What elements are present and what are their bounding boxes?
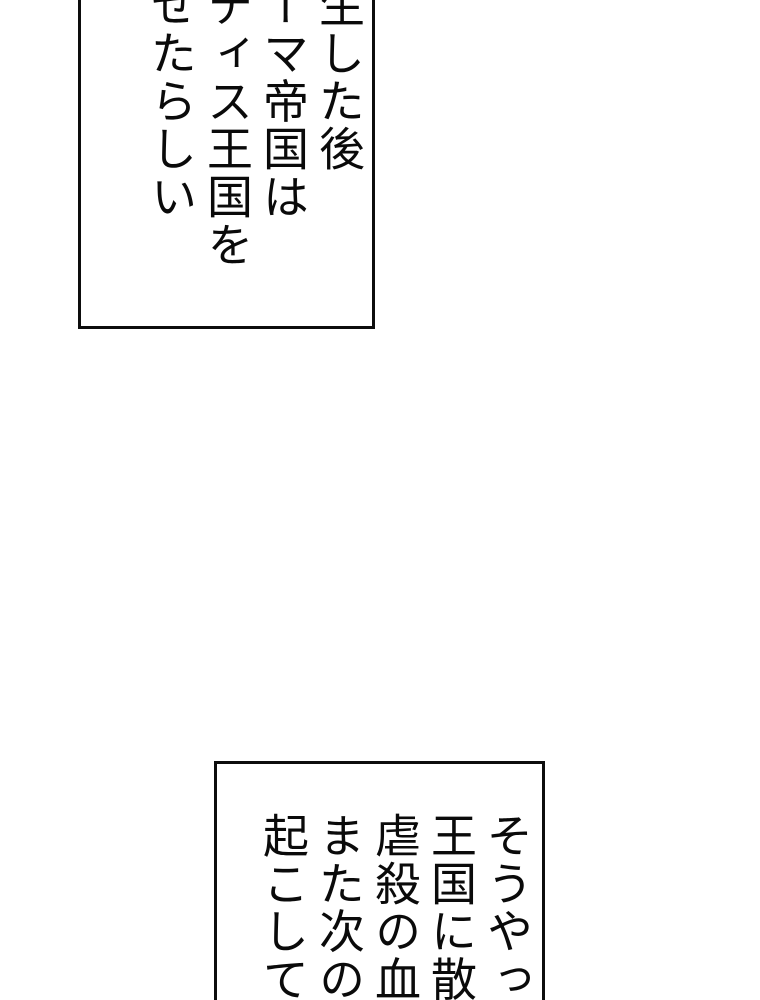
text-column-4: また次の戦 bbox=[313, 812, 365, 1000]
panel-top-text-block: か転生した後 ティーマ帝国は ヌスティス王国を 亡させたらしい bbox=[138, 0, 365, 269]
manga-panel-bottom: そうやって 王国に散ら 虐殺の血が また次の戦 起こしてい bbox=[214, 761, 545, 1000]
text-column-3: ヌスティス王国を bbox=[201, 0, 253, 269]
text-column-1: そうやって bbox=[481, 812, 533, 1000]
text-column-3: 虐殺の血が bbox=[369, 812, 421, 1000]
text-column-2: ティーマ帝国は bbox=[257, 0, 309, 221]
panel-bottom-text-block: そうやって 王国に散ら 虐殺の血が また次の戦 起こしてい bbox=[250, 812, 533, 1000]
text-column-4: 亡させたらしい bbox=[145, 0, 197, 221]
text-column-1: か転生した後 bbox=[313, 0, 365, 174]
text-column-2: 王国に散ら bbox=[425, 812, 477, 1000]
text-column-5: 起こしてい bbox=[257, 812, 309, 1000]
manga-panel-top: か転生した後 ティーマ帝国は ヌスティス王国を 亡させたらしい bbox=[78, 0, 375, 329]
